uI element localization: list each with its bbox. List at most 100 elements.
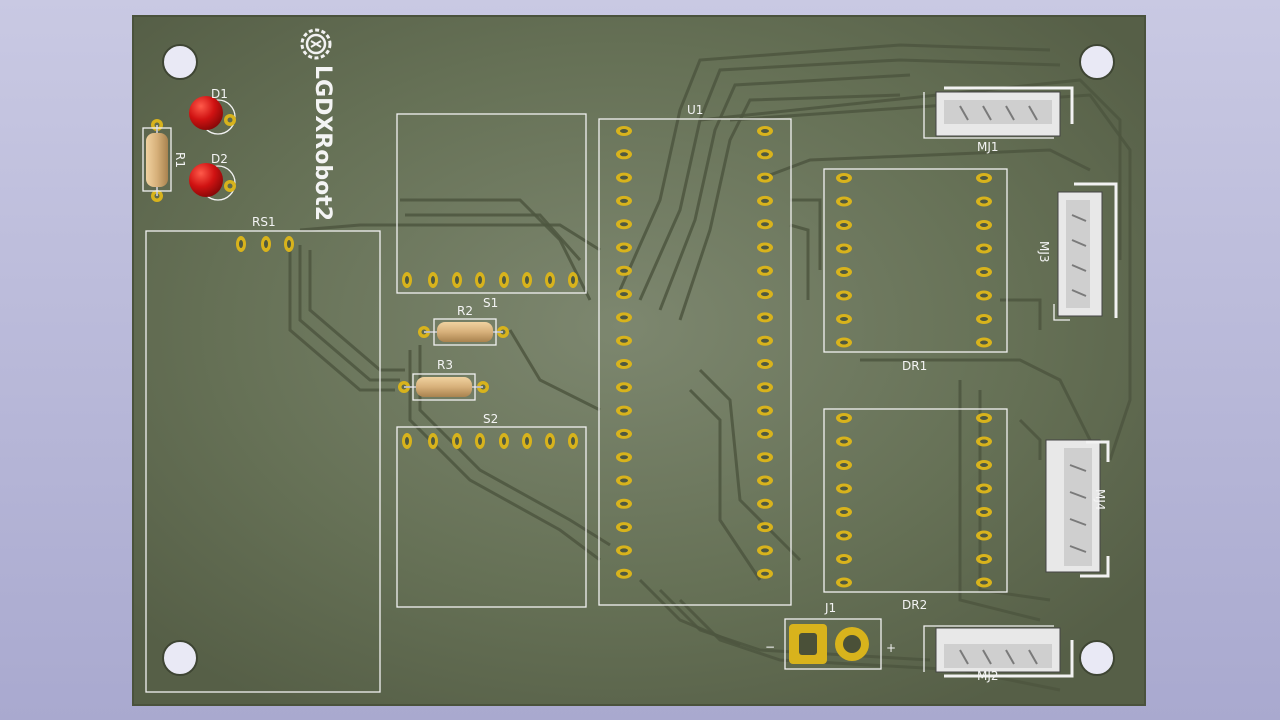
mounting-hole-top-left	[162, 44, 198, 80]
r2-label: R2	[457, 304, 473, 318]
mj3-pin	[1071, 264, 1087, 272]
u1-pad	[616, 312, 632, 323]
resistor-r3[interactable]: R3	[398, 358, 489, 401]
u1-pad	[616, 359, 632, 369]
mj1-pin	[982, 105, 992, 121]
s1-label: S1	[483, 296, 498, 310]
u1-pad	[757, 545, 773, 556]
rs1-pad	[284, 236, 294, 252]
rs1-pad	[236, 236, 246, 252]
u1-pad	[757, 312, 773, 323]
u1-pad	[757, 498, 773, 509]
u1-pad	[616, 475, 632, 486]
switch-s1[interactable]: S1	[396, 113, 587, 310]
s2-pad	[402, 433, 412, 449]
s2-pad	[545, 433, 555, 449]
u1-pad	[616, 265, 632, 276]
u1-pad	[616, 149, 632, 160]
dr1-pad	[836, 243, 852, 254]
dr1-pad	[976, 314, 992, 324]
mj1-pin	[1028, 105, 1038, 121]
mounting-holes	[162, 44, 1115, 676]
mcu-u1[interactable]: U1	[598, 103, 792, 606]
dr2-pad	[836, 530, 852, 541]
rs1-label: RS1	[252, 215, 276, 229]
s1-pad	[568, 272, 578, 288]
mj4-pin	[1069, 491, 1087, 499]
u1-pad	[616, 126, 632, 136]
s1-pad	[402, 272, 412, 288]
dr1-pad	[836, 267, 852, 277]
u1-pad	[616, 242, 632, 253]
s2-pad	[428, 433, 438, 449]
s1-pad	[499, 272, 509, 288]
s1-pad	[522, 272, 532, 288]
dr2-pad	[976, 530, 992, 541]
dr2-pad	[836, 436, 852, 447]
led-d2[interactable]: D2	[189, 152, 236, 201]
r1-label: R1	[173, 152, 187, 168]
mj1-pin	[1005, 105, 1015, 121]
dr2-pad	[976, 507, 992, 517]
s1-pad	[452, 272, 462, 288]
mj3-pin	[1071, 239, 1087, 247]
d1-label: D1	[211, 87, 228, 101]
j1-minus-label: −	[765, 640, 775, 654]
u1-pad	[757, 522, 773, 533]
u1-pad	[757, 405, 773, 416]
oshw-gear-logo-icon	[300, 28, 332, 60]
dr1-label: DR1	[902, 359, 927, 373]
mj3-pin	[1071, 214, 1087, 222]
driver-dr1[interactable]: DR1	[823, 168, 1008, 373]
resistor-r2[interactable]: R2	[418, 304, 509, 346]
connector-mj2[interactable]: MJ2	[923, 625, 1074, 683]
u1-pad	[616, 382, 632, 393]
mj4-pin	[1069, 518, 1087, 526]
dr2-pad	[836, 413, 852, 423]
dr2-pad	[976, 554, 992, 564]
dr2-pad	[836, 483, 852, 494]
led-d1[interactable]: D1	[189, 87, 236, 135]
dr1-pad	[976, 290, 992, 301]
s2-pad	[499, 433, 509, 449]
mj2-pin	[982, 649, 992, 665]
u1-pad	[616, 195, 632, 206]
d2-label: D2	[211, 152, 228, 166]
dr1-pad	[836, 196, 852, 207]
dr2-pad	[976, 460, 992, 470]
switch-s2[interactable]: S2	[396, 412, 587, 608]
power-connector-j1[interactable]: J1 − +	[765, 601, 896, 670]
u1-pad	[616, 568, 632, 579]
dr2-pad	[976, 436, 992, 447]
connector-mj3[interactable]: MJ3	[1037, 182, 1118, 321]
u1-pad	[616, 545, 632, 556]
u1-pad	[757, 382, 773, 393]
u1-pad	[757, 172, 773, 183]
mj1-label: MJ1	[977, 140, 999, 154]
u1-pad	[616, 522, 632, 533]
connector-mj4[interactable]: MJ4	[1045, 439, 1110, 578]
u1-label: U1	[687, 103, 703, 117]
driver-dr2[interactable]: DR2	[823, 408, 1008, 612]
module-rs1[interactable]: RS1	[145, 215, 381, 693]
dr1-pad	[836, 220, 852, 230]
dr2-pad	[836, 507, 852, 517]
mj2-pin	[1028, 649, 1038, 665]
dr1-pad	[836, 337, 852, 348]
dr1-pad	[836, 173, 852, 183]
mj3-label: MJ3	[1037, 241, 1051, 263]
s2-pad	[452, 433, 462, 449]
dr1-pad	[976, 337, 992, 348]
board-title: LGDXRobot2	[310, 65, 335, 221]
u1-pad	[616, 452, 632, 463]
dr2-pad	[976, 577, 992, 588]
u1-pad	[757, 475, 773, 486]
mj4-pin	[1069, 545, 1087, 553]
mj4-label: MJ4	[1093, 489, 1107, 511]
connector-mj1[interactable]: MJ1	[923, 86, 1074, 154]
s2-pad	[568, 433, 578, 449]
mounting-hole-top-right	[1079, 44, 1115, 80]
resistor-r1[interactable]: R1	[142, 119, 187, 202]
u1-pad	[757, 452, 773, 463]
